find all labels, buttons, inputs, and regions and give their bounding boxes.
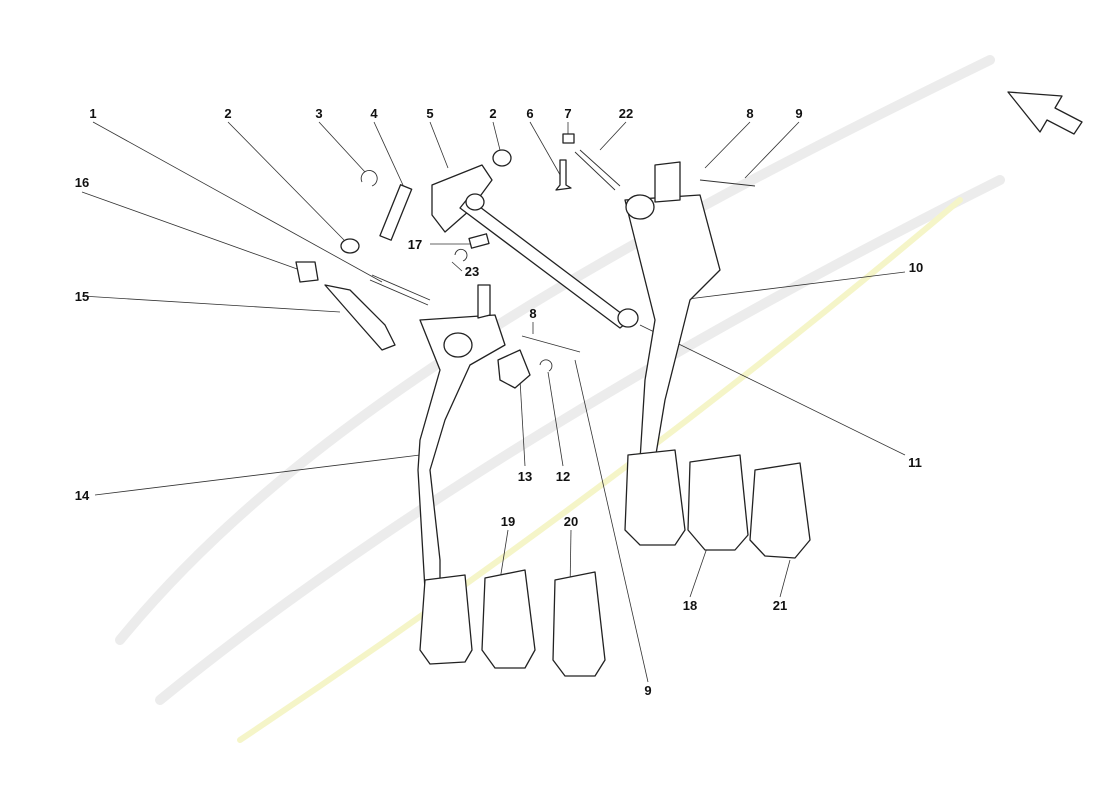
callout-9: 9 <box>644 683 651 698</box>
callout-8: 8 <box>529 306 536 321</box>
callout-20: 20 <box>564 514 578 529</box>
callout-23: 23 <box>465 264 479 279</box>
callout-9: 9 <box>795 106 802 121</box>
callouts: 1 2 3 4 5 2 6 7 22 8 9 16 15 10 17 23 8 … <box>75 106 923 698</box>
callout-4: 4 <box>370 106 378 121</box>
callout-5: 5 <box>426 106 433 121</box>
callout-15: 15 <box>75 289 89 304</box>
callout-14: 14 <box>75 488 90 503</box>
callout-22: 22 <box>619 106 633 121</box>
callout-8: 8 <box>746 106 753 121</box>
arrow-icon <box>1007 91 1083 135</box>
callout-6: 6 <box>526 106 533 121</box>
callout-10: 10 <box>909 260 923 275</box>
callout-2: 2 <box>489 106 496 121</box>
callout-16: 16 <box>75 175 89 190</box>
callout-7: 7 <box>564 106 571 121</box>
callout-17: 17 <box>408 237 422 252</box>
pedal-assembly-right <box>624 161 721 546</box>
leader-lines <box>81 121 906 683</box>
callout-21: 21 <box>773 598 787 613</box>
callout-18: 18 <box>683 598 697 613</box>
pedal-assembly-left <box>417 284 506 665</box>
callout-2: 2 <box>224 106 231 121</box>
callout-11: 11 <box>908 455 922 470</box>
callout-12: 12 <box>556 469 570 484</box>
callout-19: 19 <box>501 514 515 529</box>
callout-3: 3 <box>315 106 322 121</box>
callout-1: 1 <box>89 106 96 121</box>
callout-13: 13 <box>518 469 532 484</box>
pedal-pads <box>481 454 811 677</box>
small-parts <box>295 133 756 389</box>
